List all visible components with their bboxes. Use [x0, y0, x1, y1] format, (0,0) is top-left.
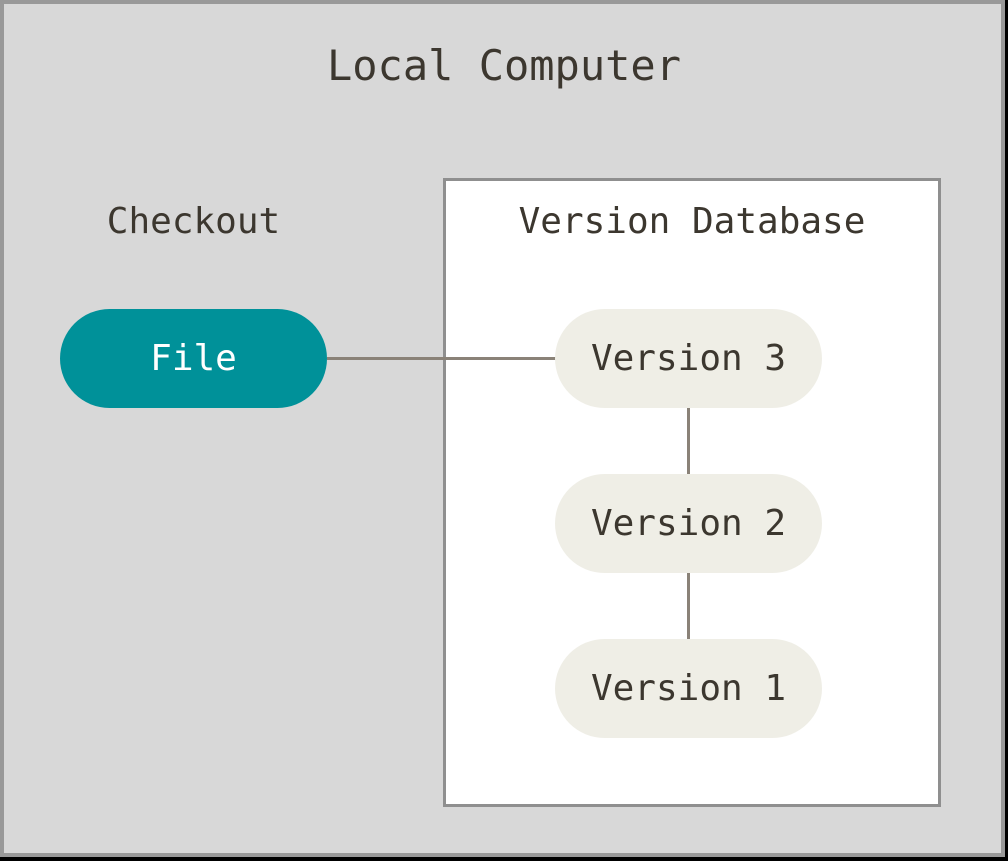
file-node-label: File	[150, 338, 237, 379]
checkout-label: Checkout	[106, 201, 281, 242]
version-2-label: Version 2	[590, 503, 787, 544]
version-3-label: Version 3	[590, 338, 787, 379]
file-node: File	[60, 309, 327, 408]
connector-version2-to-version1	[687, 573, 690, 639]
version-3-node: Version 3	[555, 309, 822, 408]
version-1-label: Version 1	[590, 668, 787, 709]
version-database-title: Version Database	[518, 201, 866, 242]
diagram-title: Local Computer	[326, 41, 681, 90]
version-1-node: Version 1	[555, 639, 822, 738]
version-2-node: Version 2	[555, 474, 822, 573]
connector-file-to-version3	[327, 357, 556, 360]
connector-version3-to-version2	[687, 408, 690, 474]
